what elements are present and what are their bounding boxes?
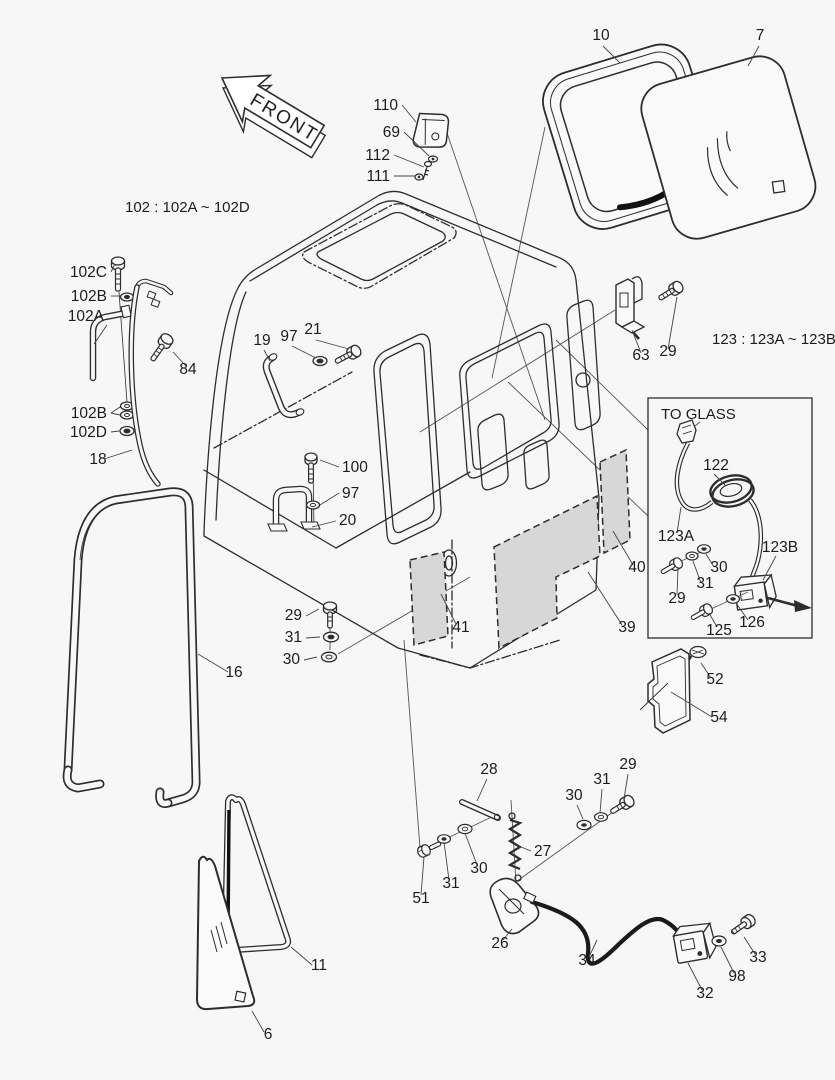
callout-31a: 31 bbox=[696, 575, 713, 592]
callout-54: 54 bbox=[710, 709, 728, 726]
note-group-102: 102 : 102A ~ 102D bbox=[125, 199, 250, 216]
callout-110: 110 bbox=[373, 97, 398, 114]
callout-100: 100 bbox=[342, 459, 368, 476]
callout-29c: 29 bbox=[285, 607, 302, 624]
callout-123B: 123B bbox=[762, 539, 798, 556]
callout-11: 11 bbox=[311, 957, 327, 974]
rear-window-glass-7 bbox=[640, 55, 817, 240]
callout-122: 122 bbox=[703, 457, 729, 474]
callout-51: 51 bbox=[412, 890, 429, 907]
callout-30c: 30 bbox=[283, 651, 301, 668]
callout-31d: 31 bbox=[593, 771, 610, 788]
callout-112: 112 bbox=[365, 147, 390, 164]
note-to-glass: TO GLASS bbox=[661, 406, 736, 423]
wiring-detail-box-123 bbox=[647, 397, 813, 639]
door-frame-16 bbox=[62, 487, 201, 808]
callout-52: 52 bbox=[706, 671, 723, 688]
callout-102B-2: 102B bbox=[71, 405, 107, 422]
callout-10: 10 bbox=[592, 27, 610, 44]
callout-21: 21 bbox=[304, 321, 321, 338]
callout-31c: 31 bbox=[285, 629, 302, 646]
bolt-29a bbox=[658, 280, 684, 301]
bolt-21 bbox=[334, 344, 362, 364]
callout-34: 34 bbox=[578, 952, 596, 969]
callout-19: 19 bbox=[253, 332, 270, 349]
callout-97: 97 bbox=[280, 328, 297, 345]
callout-40: 40 bbox=[628, 559, 646, 576]
callout-26: 26 bbox=[491, 935, 508, 952]
callout-102B: 102B bbox=[71, 288, 107, 305]
callout-69: 69 bbox=[383, 124, 400, 141]
grab-handle-19 bbox=[262, 353, 305, 419]
callout-102D: 102D bbox=[70, 424, 107, 441]
mirror-bracket-110 bbox=[412, 112, 450, 181]
callout-30a: 30 bbox=[710, 559, 728, 576]
callout-7: 7 bbox=[756, 27, 765, 44]
callout-29a: 29 bbox=[659, 343, 676, 360]
construction-lines bbox=[337, 126, 649, 885]
sound-pads bbox=[409, 448, 631, 650]
callout-102C: 102C bbox=[70, 264, 107, 281]
seal-strip-18 bbox=[128, 278, 174, 487]
callout-126: 126 bbox=[739, 614, 765, 631]
callout-84: 84 bbox=[179, 361, 197, 378]
callout-18: 18 bbox=[89, 451, 106, 468]
callout-29b: 29 bbox=[668, 590, 685, 607]
latch-bracket-63 bbox=[615, 276, 646, 340]
callout-33: 33 bbox=[749, 949, 766, 966]
callout-32: 32 bbox=[696, 985, 713, 1002]
callout-29d: 29 bbox=[619, 756, 636, 773]
callout-39: 39 bbox=[618, 619, 635, 636]
cover-plate-54 bbox=[639, 648, 691, 734]
cab-body-lineart bbox=[203, 190, 601, 669]
bolt-84 bbox=[150, 333, 174, 362]
callout-28: 28 bbox=[480, 761, 497, 778]
callout-41: 41 bbox=[452, 619, 469, 636]
hardware-102-group bbox=[89, 256, 135, 437]
callout-labels: 110 69 112 111 10 7 102C 102B 102A 84 10… bbox=[68, 27, 798, 1043]
callout-102A: 102A bbox=[68, 308, 105, 325]
hardware-29-31-30-left bbox=[320, 601, 340, 663]
callout-111: 111 bbox=[366, 168, 390, 185]
washer-97a bbox=[312, 355, 328, 367]
bracket-20-assembly bbox=[267, 452, 321, 532]
callout-31e: 31 bbox=[442, 875, 459, 892]
callout-123A: 123A bbox=[658, 528, 695, 545]
callout-20: 20 bbox=[339, 512, 357, 529]
callout-27: 27 bbox=[534, 843, 551, 860]
callout-30e: 30 bbox=[470, 860, 488, 877]
note-group-123: 123 : 123A ~ 123B bbox=[712, 331, 835, 348]
door-latch-assembly bbox=[417, 794, 756, 966]
callout-16: 16 bbox=[225, 664, 242, 681]
front-direction-arrow: FRONT bbox=[220, 74, 327, 159]
triangle-window-seal-11 bbox=[222, 794, 292, 954]
callout-6: 6 bbox=[264, 1026, 273, 1043]
callout-30d: 30 bbox=[565, 787, 583, 804]
callout-98: 98 bbox=[728, 968, 745, 985]
leader-lines bbox=[93, 45, 777, 1033]
triangle-glass-6 bbox=[195, 855, 256, 1011]
callout-125: 125 bbox=[706, 622, 732, 639]
callout-97b: 97 bbox=[342, 485, 359, 502]
callout-63: 63 bbox=[632, 347, 649, 364]
